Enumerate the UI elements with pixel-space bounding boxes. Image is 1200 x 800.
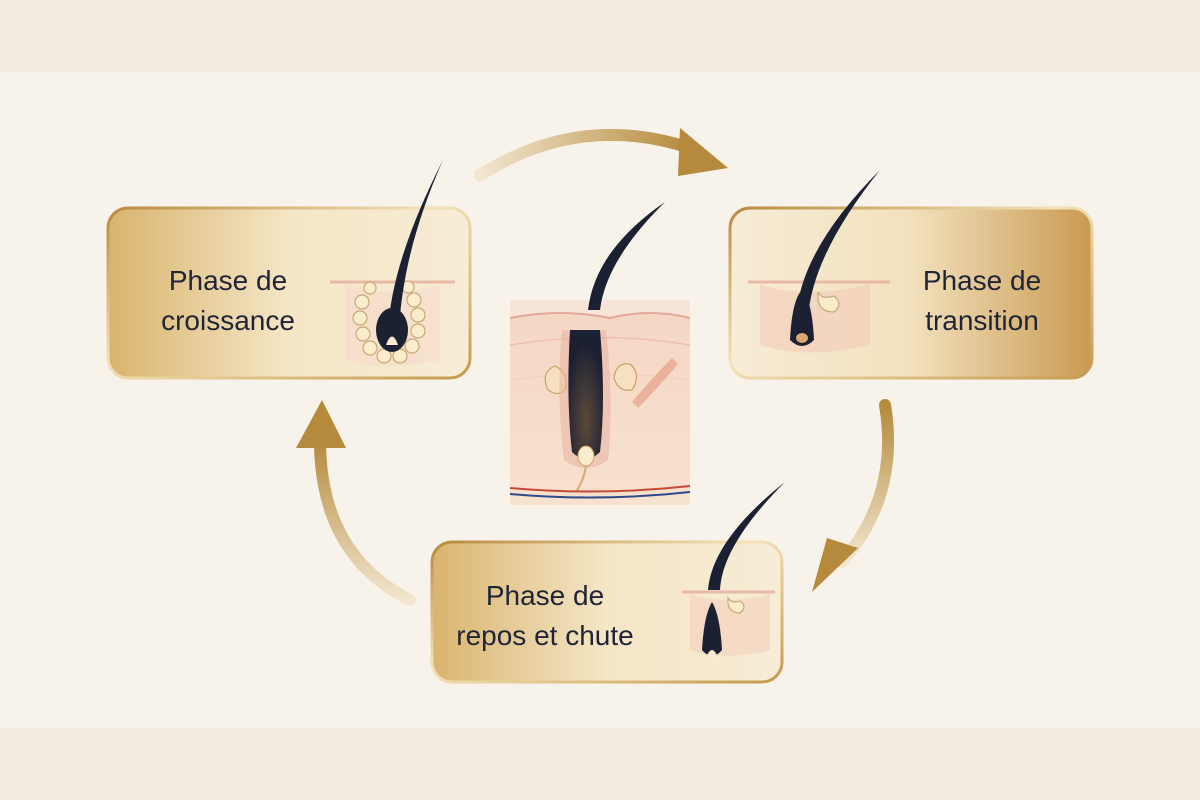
growth-follicle-icon	[330, 160, 455, 366]
blood-vessel-red	[509, 485, 691, 493]
phase-transition-line2: transition	[925, 305, 1039, 336]
phase-transition-line1: Phase de	[923, 265, 1041, 296]
phase-rest-line1: Phase de	[486, 580, 604, 611]
phase-card-rest: Phase de repos et chute	[430, 482, 785, 684]
center-hair-shaft	[588, 202, 665, 310]
blood-vessel-blue	[509, 491, 691, 499]
phase-rest-line2: repos et chute	[456, 620, 633, 651]
arrow-top	[474, 128, 728, 181]
phase-growth-line1: Phase de	[169, 265, 287, 296]
top-band	[0, 0, 1200, 72]
phase-card-growth: Phase de croissance	[106, 160, 472, 380]
phase-card-transition: Phase de transition	[728, 170, 1094, 380]
rest-follicle-icon	[682, 482, 785, 658]
arrow-right	[812, 399, 895, 592]
arrector-muscle	[632, 358, 678, 408]
center-hair-bulb	[568, 330, 603, 459]
dermal-papilla	[577, 445, 595, 467]
transition-follicle-icon	[748, 170, 890, 353]
arrow-left	[296, 400, 416, 606]
bottom-band	[0, 728, 1200, 800]
center-skin-cross-section	[509, 202, 691, 505]
phase-growth-line2: croissance	[161, 305, 295, 336]
